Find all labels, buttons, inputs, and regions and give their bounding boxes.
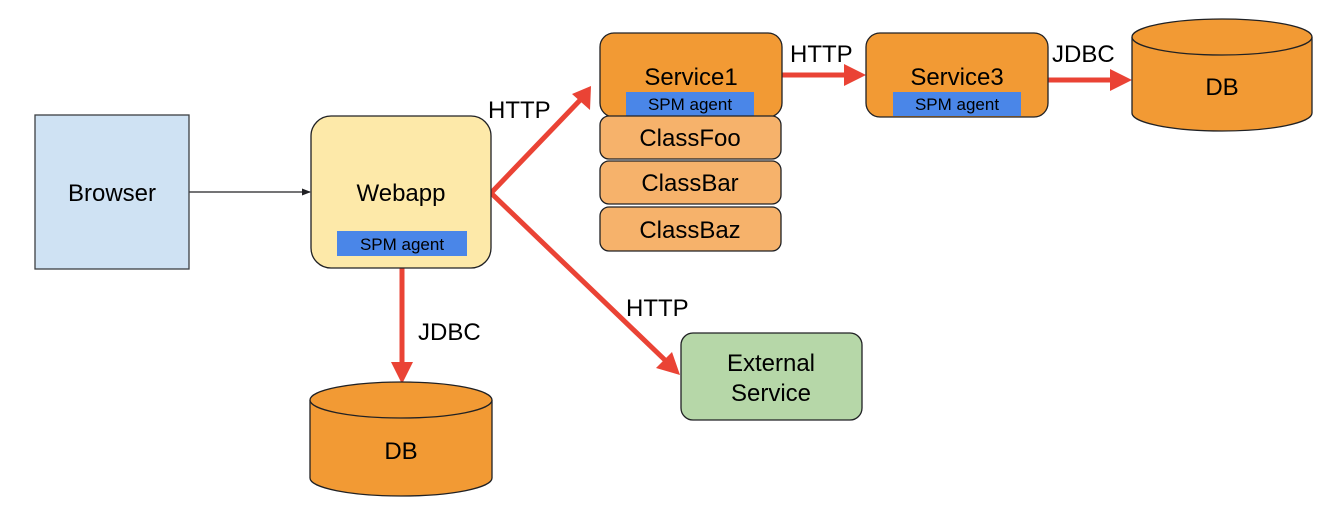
class-box-bar <box>599 160 782 205</box>
node-webapp: Webapp SPM agent <box>310 115 492 269</box>
edge-label-webapp-service1: HTTP <box>488 97 551 124</box>
node-service3: Service3 SPM agent <box>865 32 1049 118</box>
node-browser: Browser <box>34 114 190 270</box>
edge-label-service3-db: JDBC <box>1052 41 1115 68</box>
node-browser-label: Browser <box>68 180 156 207</box>
node-external-label-line1: External <box>727 350 815 377</box>
node-webapp-label: Webapp <box>357 180 446 207</box>
class-box-bar-label: ClassBar <box>641 170 738 197</box>
node-service3-label: Service3 <box>910 64 1003 91</box>
class-box-baz-label: ClassBaz <box>639 217 740 244</box>
edge-label-service1-service3: HTTP <box>790 41 853 68</box>
edge-webapp-db <box>391 268 413 384</box>
node-db-service3-label: DB <box>1205 74 1238 101</box>
class-box-foo <box>599 115 782 160</box>
edge-label-webapp-db: JDBC <box>418 319 481 346</box>
node-db-service3: DB <box>1131 18 1313 132</box>
node-service1-label: Service1 <box>644 64 737 91</box>
edge-webapp-external <box>489 191 680 375</box>
webapp-spm-agent-badge <box>337 231 467 256</box>
webapp-spm-agent-label: SPM agent <box>360 235 444 254</box>
node-external-label-line2: Service <box>731 380 811 407</box>
service3-spm-agent-label: SPM agent <box>915 95 999 114</box>
service1-spm-agent-label: SPM agent <box>648 95 732 114</box>
edge-service3-db <box>1048 69 1132 91</box>
class-box-baz <box>599 206 782 252</box>
node-external-service: External Service <box>680 332 863 421</box>
node-service1: Service1 SPM agent ClassFoo ClassBar Cla… <box>599 32 783 252</box>
edge-service1-service3 <box>782 64 866 86</box>
service1-spm-agent-badge <box>626 92 754 116</box>
edge-label-webapp-external: HTTP <box>626 295 689 322</box>
node-db-webapp-label: DB <box>384 438 417 465</box>
node-db-webapp: DB <box>309 381 493 497</box>
service3-spm-agent-badge <box>893 92 1021 116</box>
class-box-foo-label: ClassFoo <box>639 125 740 152</box>
edge-webapp-service1 <box>489 86 591 195</box>
